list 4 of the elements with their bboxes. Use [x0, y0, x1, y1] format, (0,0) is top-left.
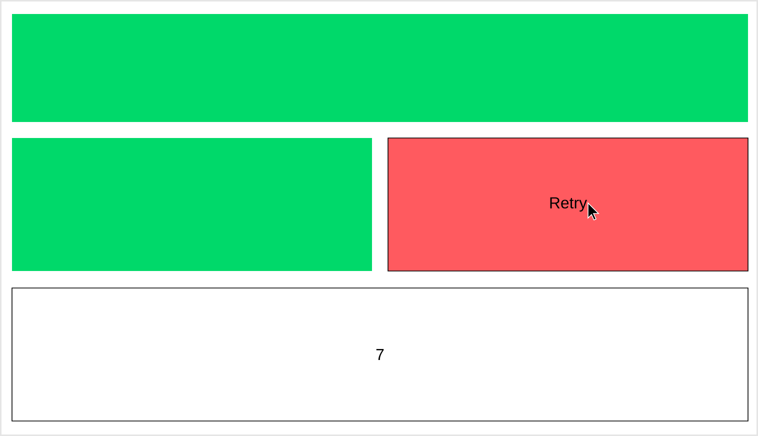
panel-block	[12, 138, 372, 271]
banner-block	[12, 14, 748, 122]
retry-button: Retry	[388, 138, 748, 272]
count-box: 7	[12, 288, 748, 422]
